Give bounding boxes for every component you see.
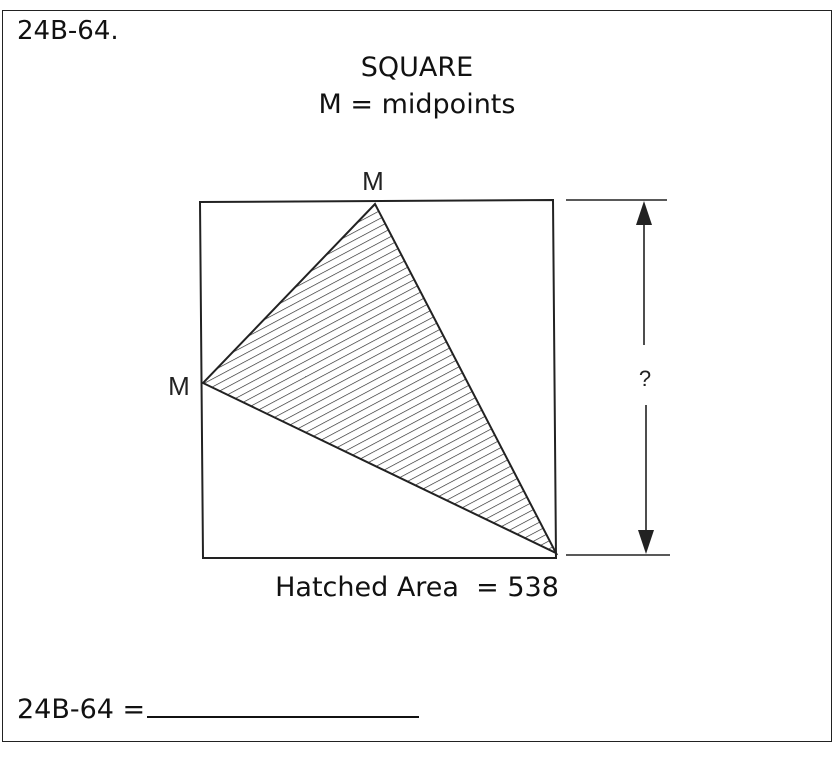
- square-outline: [198, 198, 558, 559]
- arrowhead-down-icon: [638, 530, 654, 554]
- label-side-unknown: ?: [639, 366, 651, 391]
- answer-row: 24B-64 =: [17, 690, 420, 727]
- given-hatched-area: Hatched Area = 538: [275, 572, 559, 603]
- hatched-triangle: [201, 202, 559, 556]
- problem-frame: [2, 10, 832, 742]
- label-left-midpoint: M: [168, 371, 190, 401]
- problem-subtitle: M = midpoints: [318, 89, 516, 120]
- answer-blank-field[interactable]: [147, 690, 420, 718]
- label-top-midpoint: M: [362, 166, 384, 196]
- answer-prefix: 24B-64 =: [17, 694, 146, 725]
- problem-number: 24B-64.: [17, 16, 119, 46]
- arrowhead-up-icon: [636, 201, 652, 225]
- problem-title: SQUARE: [360, 52, 474, 83]
